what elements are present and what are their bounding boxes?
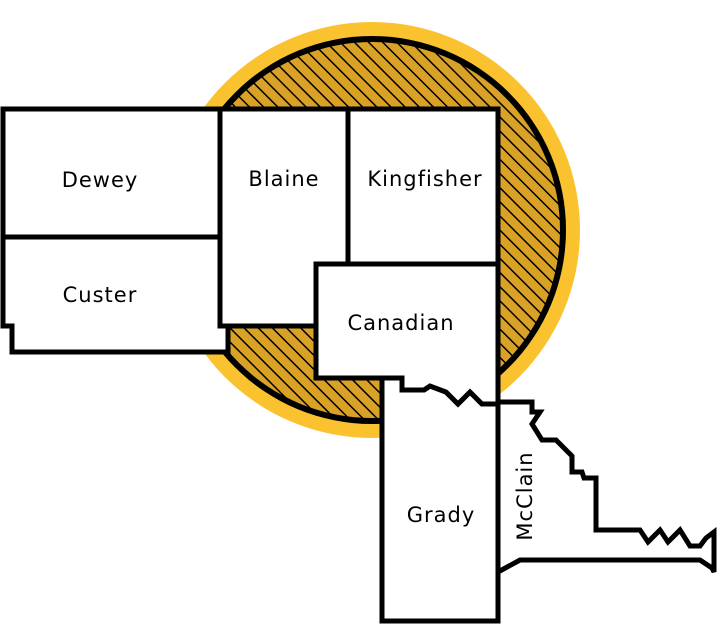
county-canadian[interactable] <box>313 261 501 408</box>
county-label-custer: Custer <box>63 283 138 307</box>
county-label-mcclain: McClain <box>513 451 537 540</box>
county-label-kingfisher: Kingfisher <box>367 167 482 191</box>
county-label-blaine: Blaine <box>248 167 319 191</box>
county-mcclain[interactable] <box>495 399 717 577</box>
county-grady[interactable] <box>379 375 501 624</box>
county-label-canadian: Canadian <box>347 311 454 335</box>
county-label-grady: Grady <box>407 503 476 527</box>
county-label-dewey: Dewey <box>62 168 139 192</box>
